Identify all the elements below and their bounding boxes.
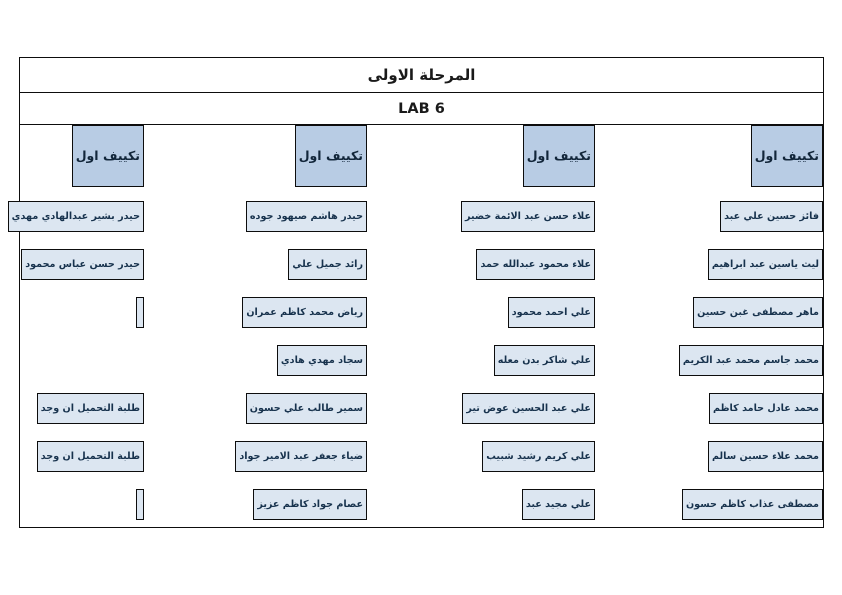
roster-sheet: المرحلة الاولى LAB 6 تكييف اول فائز حسين…	[7, 57, 824, 528]
group-header: تكييف اول	[750, 125, 823, 187]
list-item[interactable]: عصام جواد كاظم عزيز	[253, 489, 367, 520]
list-item[interactable]: محمد جاسم محمد عبد الكريم	[678, 345, 823, 376]
list-item[interactable]: طلبة التحميل ان وجد	[36, 441, 144, 472]
sheet-title-row: المرحلة الاولى	[20, 58, 823, 93]
list-item[interactable]: ليث ياسين عبد ابراهيم	[707, 249, 823, 280]
list-item[interactable]: رياض محمد كاظم عمران	[242, 297, 367, 328]
list-item[interactable]: حيدر حسن عباس محمود	[21, 249, 144, 280]
group-header: تكييف اول	[522, 125, 595, 187]
list-item[interactable]: علي كريم رشيد شبيب	[482, 441, 595, 472]
list-item[interactable]: ضياء جعفر عبد الامير جواد	[235, 441, 367, 472]
list-item[interactable]: حيدر بشير عبدالهادي مهدي	[7, 201, 144, 232]
list-item[interactable]: فائز حسين علي عبد	[720, 201, 823, 232]
list-item[interactable]: مصطفى عذاب كاظم حسون	[681, 489, 823, 520]
list-item[interactable]: طلبة التحميل ان وجد	[36, 393, 144, 424]
list-item-empty[interactable]	[136, 297, 144, 328]
list-item[interactable]: علي عبد الحسين عوض تير	[462, 393, 595, 424]
list-item[interactable]: علي احمد محمود	[507, 297, 595, 328]
list-item[interactable]: محمد عادل حامد كاظم	[709, 393, 823, 424]
list-item-empty[interactable]	[136, 489, 144, 520]
list-item[interactable]: علي مجيد عبد	[521, 489, 595, 520]
list-item[interactable]: سجاد مهدي هادي	[276, 345, 367, 376]
page-title: المرحلة الاولى	[367, 66, 476, 84]
list-item[interactable]: سمير طالب علي حسون	[245, 393, 367, 424]
list-item[interactable]: محمد علاء حسين سالم	[708, 441, 823, 472]
list-item[interactable]: علاء حسن عبد الائمة خضير	[461, 201, 595, 232]
list-item[interactable]: حيدر هاشم صيهود جوده	[245, 201, 367, 232]
list-item[interactable]: ماهر مصطفى غبن حسين	[693, 297, 823, 328]
group-header: تكييف اول	[71, 125, 144, 187]
lab-label: LAB 6	[398, 100, 445, 117]
list-item[interactable]: علي شاكر بدن معله	[493, 345, 595, 376]
group-header: تكييف اول	[294, 125, 367, 187]
groups-grid: تكييف اول فائز حسين علي عبد ليث ياسين عب…	[7, 125, 823, 527]
list-item[interactable]: رائد جميل علي	[288, 249, 367, 280]
sheet-subtitle-row: LAB 6	[20, 93, 823, 125]
list-item[interactable]: علاء محمود عبدالله حمد	[476, 249, 595, 280]
